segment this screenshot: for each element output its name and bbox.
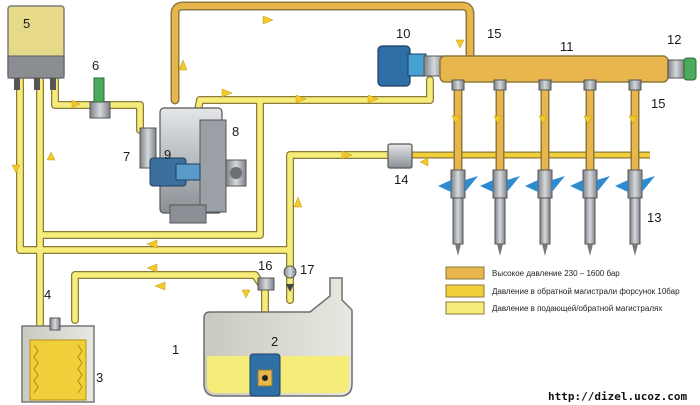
label-10: 10 (396, 26, 410, 41)
common-rail (439, 55, 697, 91)
fuel-tank (203, 277, 353, 397)
fuel-sensor (89, 77, 111, 119)
legend-swatch-feed (445, 301, 485, 315)
label-15-right: 15 (651, 96, 665, 111)
control-unit (7, 5, 65, 90)
label-14: 14 (394, 172, 408, 187)
label-6: 6 (92, 58, 99, 73)
tank-pump (249, 353, 281, 397)
label-2: 2 (271, 334, 278, 349)
feed-lines (16, 76, 434, 364)
label-3: 3 (96, 370, 103, 385)
label-7: 7 (123, 149, 130, 164)
injector-4 (570, 169, 610, 256)
label-4: 4 (44, 287, 51, 302)
injector-1 (438, 169, 478, 256)
check-valves (257, 265, 297, 292)
injector-3 (525, 169, 565, 256)
legend: Высокое давление 230 – 1600 бар Давление… (445, 266, 680, 315)
label-5: 5 (23, 16, 30, 31)
flow-arrows (11, 15, 638, 299)
injector-2 (480, 169, 520, 256)
legend-swatch-return (445, 284, 485, 298)
label-12: 12 (667, 32, 681, 47)
injectors (438, 169, 655, 256)
label-9: 9 (164, 147, 171, 162)
fuel-filter (21, 317, 95, 403)
label-17: 17 (300, 262, 314, 277)
label-16: 16 (258, 258, 272, 273)
label-11: 11 (560, 39, 574, 54)
legend-feed-label: Давление в подающей/обратной магистралях (492, 304, 662, 313)
pressure-control-valve (377, 45, 445, 87)
injector-5 (615, 169, 655, 256)
label-8: 8 (232, 124, 239, 139)
callout-numbers: 5 6 7 8 9 10 15 11 12 15 14 13 16 17 4 1… (23, 16, 681, 385)
label-15-top: 15 (487, 26, 501, 41)
legend-swatch-high (445, 266, 485, 280)
legend-high-label: Высокое давление 230 – 1600 бар (492, 269, 620, 278)
label-1: 1 (172, 342, 179, 357)
legend-return-label: Давление в обратной магистрали форсунок … (492, 287, 680, 296)
label-13: 13 (647, 210, 661, 225)
high-pressure-pump (139, 107, 247, 224)
high-pressure-lines (170, 1, 640, 175)
return-valve (387, 143, 413, 169)
watermark-url: http://dizel.ucoz.com (548, 390, 687, 403)
